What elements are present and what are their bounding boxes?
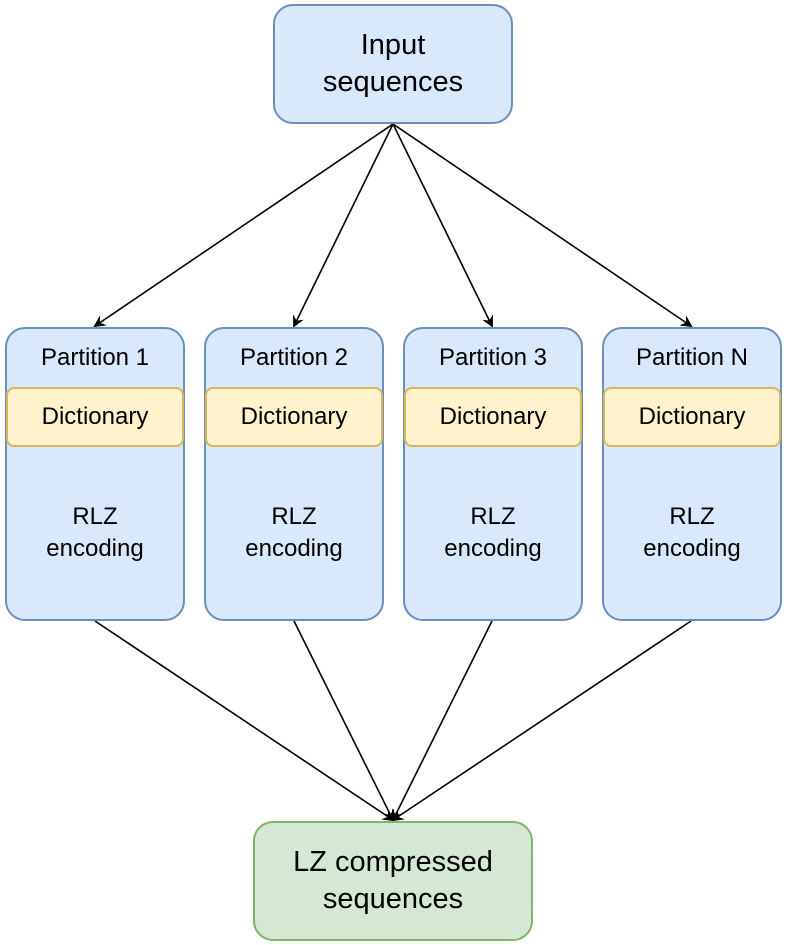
input-sequences-node: Input sequences	[273, 4, 513, 124]
encoding-line2: encoding	[46, 535, 144, 562]
dictionary-label: Dictionary	[240, 403, 348, 430]
edge-input-to-partition-1	[93, 123, 394, 328]
dictionary-block: Dictionary	[603, 387, 781, 447]
dictionary-block: Dictionary	[205, 387, 383, 447]
partition-title: Partition 1	[40, 344, 150, 371]
edge-partition-1-to-output	[94, 620, 395, 822]
rlz-encoding-label: RLZ encoding	[206, 501, 382, 565]
encoding-line2: encoding	[245, 535, 343, 562]
rlz-encoding-label: RLZ encoding	[7, 501, 183, 565]
encoding-line2: encoding	[444, 535, 542, 562]
edge-partition-n-to-output	[391, 620, 692, 822]
encoding-line1: RLZ	[470, 503, 516, 530]
encoding-line1: RLZ	[271, 503, 317, 530]
dictionary-label: Dictionary	[439, 403, 547, 430]
output-node-line1: LZ compressed	[293, 846, 493, 878]
lz-compressed-sequences-node: LZ compressed sequences	[253, 821, 533, 941]
encoding-line2: encoding	[643, 535, 741, 562]
input-node-line1: Input	[360, 29, 426, 61]
edge-input-to-partition-n	[392, 123, 693, 328]
dictionary-block: Dictionary	[6, 387, 184, 447]
partition-title: Partition 3	[438, 344, 548, 371]
encoding-line1: RLZ	[72, 503, 118, 530]
partition-3-node: Partition 3 Dictionary RLZ encoding	[403, 327, 583, 621]
partition-n-node: Partition N Dictionary RLZ encoding	[602, 327, 782, 621]
edge-input-to-partition-2	[293, 123, 394, 328]
dictionary-label: Dictionary	[638, 403, 746, 430]
rlz-encoding-label: RLZ encoding	[405, 501, 581, 565]
input-node-line2: sequences	[322, 66, 464, 98]
encoding-line1: RLZ	[669, 503, 715, 530]
edge-partition-3-to-output	[392, 620, 493, 822]
input-node-label: Input sequences	[323, 27, 463, 101]
partition-2-node: Partition 2 Dictionary RLZ encoding	[204, 327, 384, 621]
partition-1-node: Partition 1 Dictionary RLZ encoding	[5, 327, 185, 621]
rlz-encoding-label: RLZ encoding	[604, 501, 780, 565]
edge-input-to-partition-3	[392, 123, 493, 328]
output-node-line2: sequences	[322, 883, 464, 915]
partition-title: Partition N	[635, 344, 749, 371]
dictionary-block: Dictionary	[404, 387, 582, 447]
partition-title: Partition 2	[239, 344, 349, 371]
dictionary-label: Dictionary	[41, 403, 149, 430]
output-node-label: LZ compressed sequences	[293, 844, 493, 918]
edge-partition-2-to-output	[293, 620, 394, 822]
